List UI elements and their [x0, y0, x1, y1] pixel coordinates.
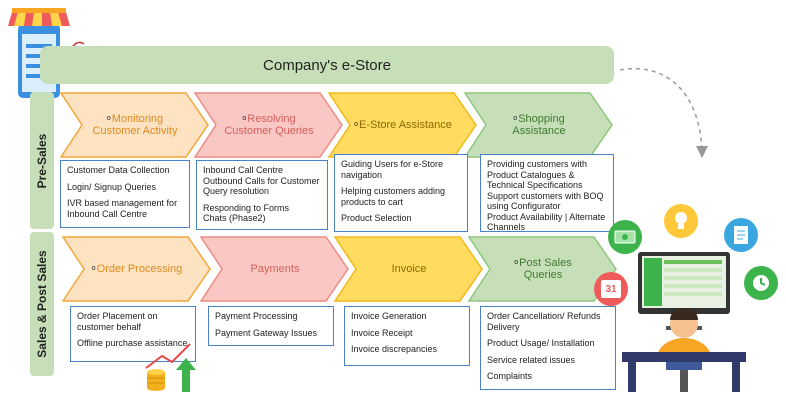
- stage-label-monitoring: oMonitoring Customer Activity: [92, 113, 178, 137]
- calendar-day: 31: [605, 283, 617, 295]
- list-item: Payment Gateway Issues: [215, 327, 318, 338]
- list-item: Invoice discrepancies: [351, 344, 438, 354]
- sales-post-sales-label: Sales & Post Sales: [35, 250, 49, 358]
- list-item: Customer Data Collection: [67, 165, 170, 175]
- stage-label-invoice: Invoice: [391, 263, 427, 275]
- document-icon: [724, 218, 758, 252]
- arrow-post-sales: [467, 236, 617, 302]
- money-icon: [608, 220, 642, 254]
- box-invoice: Invoice Generation Invoice Receipt Invoi…: [344, 306, 470, 366]
- list-item: Order Placement on customer behalf: [77, 311, 158, 332]
- flow-curve-arrow: [619, 68, 708, 158]
- box-post-sales: Order Cancellation/ Refunds Delivery Pro…: [480, 306, 616, 390]
- arrow-payments: [199, 236, 349, 302]
- list-item: Invoice Receipt: [351, 327, 413, 338]
- box-resolving: Inbound Call Centre Outbound Calls for C…: [196, 160, 328, 230]
- pre-sales-label: Pre-Sales: [35, 133, 49, 188]
- list-item: IVR based management for Inbound Call Ce…: [67, 198, 178, 219]
- list-item: Providing customers with Product Catalog…: [487, 159, 606, 232]
- estore-banner: Company's e-Store: [40, 46, 614, 84]
- estore-title: Company's e-Store: [263, 56, 391, 74]
- list-item: Complaints: [487, 371, 533, 381]
- arrow-order-processing: [61, 236, 211, 302]
- lightbulb-icon: [664, 204, 698, 238]
- list-item: Inbound Call Centre Outbound Calls for C…: [203, 165, 320, 196]
- box-order-processing: Order Placement on customer behalf Offli…: [70, 306, 196, 362]
- stage-label-payments: Payments: [250, 263, 300, 275]
- arrow-resolving: [193, 92, 343, 158]
- list-item: Payment Processing: [215, 311, 298, 321]
- calendar-icon: 31: [594, 272, 628, 306]
- sales-post-sales-band: Sales & Post Sales: [30, 232, 54, 376]
- stage-label-order-processing: oOrder Processing: [91, 263, 183, 275]
- list-item: Product Selection: [341, 213, 412, 223]
- pre-sales-band: Pre-Sales: [30, 92, 54, 229]
- list-item: Invoice Generation: [351, 311, 427, 321]
- list-item: Service related issues: [487, 354, 576, 365]
- box-estore-assistance: Guiding Users for e-Store navigation Hel…: [334, 154, 468, 232]
- stage-label-estore-assistance: oE-Store Assistance: [354, 119, 452, 131]
- stage-label-shopping-assistance: oShopping Assistance: [512, 113, 566, 137]
- customer-at-computer-illustration: [618, 244, 750, 394]
- arrow-monitoring: [59, 92, 209, 158]
- coins-growth-icon: [142, 338, 202, 394]
- list-item: Responding to Forms Chats (Phase2): [203, 202, 290, 224]
- stage-label-resolving: oResolving Customer Queries: [224, 113, 314, 137]
- list-item: Login/ Signup Queries: [67, 181, 157, 192]
- list-item: Offline purchase assistance: [77, 338, 188, 348]
- box-monitoring: Customer Data Collection Login/ Signup Q…: [60, 160, 190, 228]
- arrow-invoice: [333, 236, 483, 302]
- box-shopping-assistance: Providing customers with Product Catalog…: [480, 154, 614, 232]
- box-payments: Payment Processing Payment Gateway Issue…: [208, 306, 334, 346]
- clock-icon: [744, 266, 778, 300]
- list-item: Order Cancellation/ Refunds Delivery: [487, 311, 601, 332]
- list-item: Guiding Users for e-Store navigation: [341, 159, 444, 180]
- stage-label-post-sales: oPost Sales Queries: [514, 257, 572, 281]
- list-item: Product Usage/ Installation: [487, 338, 595, 348]
- list-item: Helping customers adding products to car…: [341, 186, 446, 207]
